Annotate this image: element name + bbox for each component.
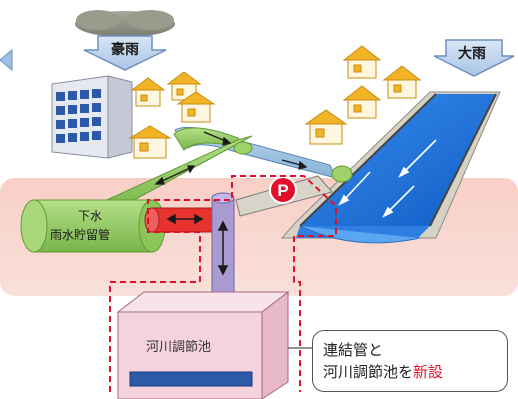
heavy-rain-right-label: 大雨 bbox=[458, 46, 486, 62]
new-facility-boundary bbox=[109, 175, 337, 392]
callout-line2-prefix: 河川調節池を bbox=[323, 363, 414, 381]
callout-line2: 河川調節池を新設 bbox=[323, 361, 497, 383]
pump-symbol: P bbox=[269, 176, 297, 204]
heavy-rain-left-label: 豪雨 bbox=[111, 42, 139, 58]
storm-cloud bbox=[75, 10, 175, 37]
sewer-label-line2: 雨水貯留管 bbox=[50, 228, 111, 242]
houses-left bbox=[128, 71, 216, 159]
callout-box: 連結管と 河川調節池を新設 bbox=[312, 330, 508, 392]
river-adjustment-basin bbox=[116, 290, 290, 399]
pump-label: P bbox=[277, 181, 288, 200]
basin-label: 河川調節池 bbox=[146, 340, 212, 355]
inlet-pipes bbox=[96, 126, 353, 213]
callout-line1: 連結管と bbox=[323, 341, 384, 359]
office-building bbox=[51, 75, 133, 159]
rain-arrow-left-icon bbox=[83, 35, 167, 71]
callout-highlight: 新設 bbox=[413, 363, 444, 381]
river-channel bbox=[280, 91, 501, 244]
connector-pipe bbox=[144, 207, 215, 233]
sewer-label-line1: 下水 bbox=[78, 209, 103, 223]
rain-arrow-right-icon bbox=[433, 39, 515, 77]
houses-right bbox=[304, 45, 422, 145]
rain-arrow-edge-icon bbox=[0, 48, 13, 72]
